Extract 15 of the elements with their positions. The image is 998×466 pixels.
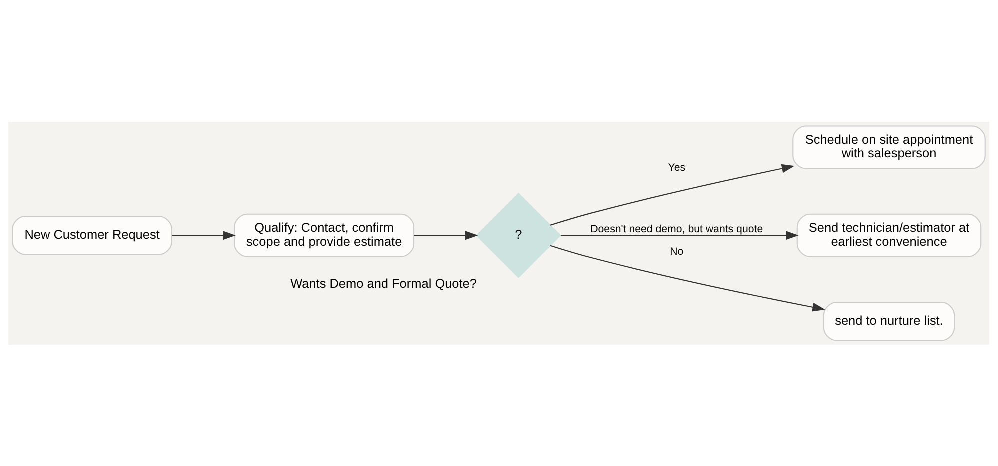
node-box: Send technician/estimator at earliest convenience	[796, 213, 982, 257]
edge-label: Yes	[668, 161, 686, 174]
node-box: Schedule on site appointment with salesperson	[792, 125, 986, 169]
node-diamond: ?	[476, 192, 562, 278]
node-label: Wants Demo and Formal Quote?	[290, 275, 477, 290]
arrow	[550, 244, 826, 312]
node-box: send to nurture list.	[823, 302, 956, 341]
edge-label: No	[670, 245, 684, 258]
node-box: Qualify: Contact, confirm scope and provide estimate	[234, 213, 415, 257]
node-box: New Customer Request	[12, 215, 172, 255]
edge-label: Doesn't need demo, but wants quote	[590, 222, 764, 235]
arrow	[172, 230, 236, 240]
arrow	[560, 230, 799, 240]
arrow	[550, 164, 795, 226]
arrow	[414, 230, 478, 240]
